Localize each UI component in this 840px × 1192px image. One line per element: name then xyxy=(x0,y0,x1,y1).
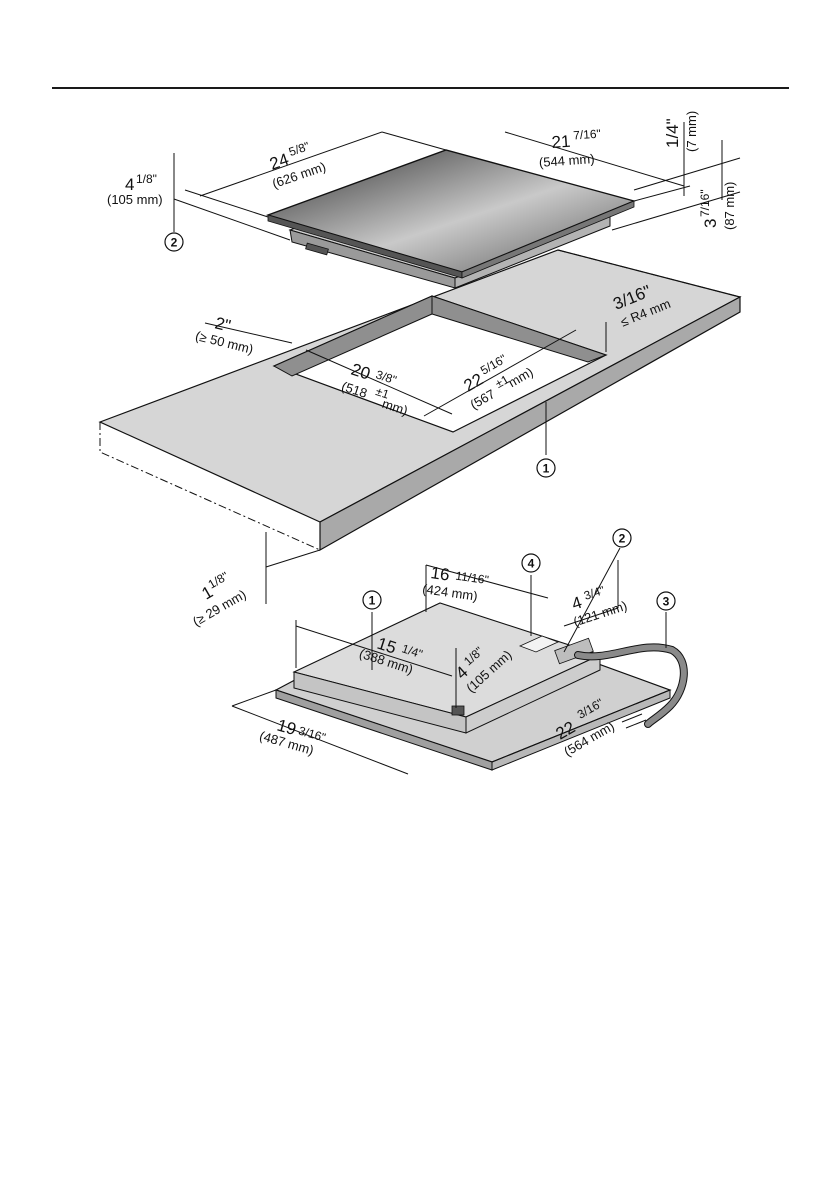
dim-underside-b: 4 3/4" (121 mm) xyxy=(565,578,629,629)
svg-text:7/16": 7/16" xyxy=(573,127,602,143)
svg-text:2: 2 xyxy=(619,532,626,546)
svg-text:1/8": 1/8" xyxy=(136,172,157,186)
svg-text:7/16": 7/16" xyxy=(698,189,712,217)
svg-text:21: 21 xyxy=(551,132,571,152)
callout-1-underside: 1 xyxy=(363,591,381,609)
svg-text:11/16": 11/16" xyxy=(455,569,490,588)
dim-underside-a: 16 11/16" (424 mm) xyxy=(421,562,490,605)
svg-text:4: 4 xyxy=(528,557,535,571)
dim-cooktop-depth: 21 7/16" (544 mm) xyxy=(537,127,603,170)
svg-text:5/8": 5/8" xyxy=(287,139,311,159)
svg-text:(7 mm): (7 mm) xyxy=(684,111,699,152)
svg-text:(105 mm): (105 mm) xyxy=(107,192,163,207)
svg-text:(544 mm): (544 mm) xyxy=(538,151,595,170)
svg-text:(87 mm): (87 mm) xyxy=(722,182,737,230)
dim-above-counter: 3 7/16" (87 mm) xyxy=(698,182,737,230)
dim-counter-thickness: 1 1/8" (≥ 29 mm) xyxy=(178,566,249,629)
mounting-foot xyxy=(452,706,464,715)
dim-cooktop-width: 24 5/8" (626 mm) xyxy=(262,136,327,191)
dim-glass-thickness: 1/4" (7 mm) xyxy=(663,111,699,152)
svg-text:1: 1 xyxy=(369,594,376,608)
svg-text:3/4": 3/4" xyxy=(582,583,606,603)
svg-text:1/4": 1/4" xyxy=(663,118,682,148)
svg-text:16: 16 xyxy=(429,563,450,584)
callout-2-underside: 2 xyxy=(613,529,631,547)
callout-3: 3 xyxy=(657,592,675,610)
callout-2-top: 2 xyxy=(165,233,183,251)
callout-4: 4 xyxy=(522,554,540,572)
dim-underside-e: 19 3/16" (487 mm) xyxy=(258,712,328,760)
dim-cooktop-height: 4 1/8" (105 mm) xyxy=(107,172,163,207)
svg-text:1: 1 xyxy=(543,462,550,476)
svg-text:3: 3 xyxy=(701,219,720,228)
svg-text:3: 3 xyxy=(663,595,670,609)
callout-1-counter: 1 xyxy=(537,459,555,477)
svg-text:2: 2 xyxy=(171,236,178,250)
svg-text:(≥ 29 mm): (≥ 29 mm) xyxy=(190,587,249,630)
